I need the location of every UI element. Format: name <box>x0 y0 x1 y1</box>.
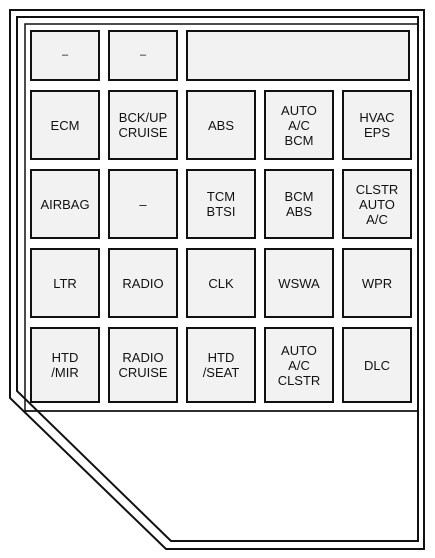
fuse-r0-wide <box>186 30 410 81</box>
outer-housing <box>9 9 425 550</box>
fuse-wswa: WSWA <box>264 248 334 318</box>
fuse-r0-c0: – <box>30 30 100 81</box>
fuse-wpr: WPR <box>342 248 412 318</box>
fuse-auto-ac-bcm: AUTO A/C BCM <box>264 90 334 160</box>
fuse-ecm: ECM <box>30 90 100 160</box>
fuse-ltr: LTR <box>30 248 100 318</box>
fuse-bcm-abs: BCM ABS <box>264 169 334 239</box>
fuse-clk: CLK <box>186 248 256 318</box>
inner-housing <box>16 16 419 542</box>
fuse-bck-up-cruise: BCK/UP CRUISE <box>108 90 178 160</box>
fuse-dlc: DLC <box>342 327 412 403</box>
fuse-abs: ABS <box>186 90 256 160</box>
fuse-auto-ac-clstr: AUTO A/C CLSTR <box>264 327 334 403</box>
fuse-radio: RADIO <box>108 248 178 318</box>
fuse-hvac-eps: HVAC EPS <box>342 90 412 160</box>
fuse-r0-c1: – <box>108 30 178 81</box>
fuse-panel <box>24 23 419 412</box>
fuse-htd-seat: HTD /SEAT <box>186 327 256 403</box>
fuse-radio-cruise: RADIO CRUISE <box>108 327 178 403</box>
fuse-clstr-auto-ac: CLSTR AUTO A/C <box>342 169 412 239</box>
fuse-htd-mir: HTD /MIR <box>30 327 100 403</box>
fuse-tcm-btsi: TCM BTSI <box>186 169 256 239</box>
fuse-r2-blank: – <box>108 169 178 239</box>
fuse-airbag: AIRBAG <box>30 169 100 239</box>
